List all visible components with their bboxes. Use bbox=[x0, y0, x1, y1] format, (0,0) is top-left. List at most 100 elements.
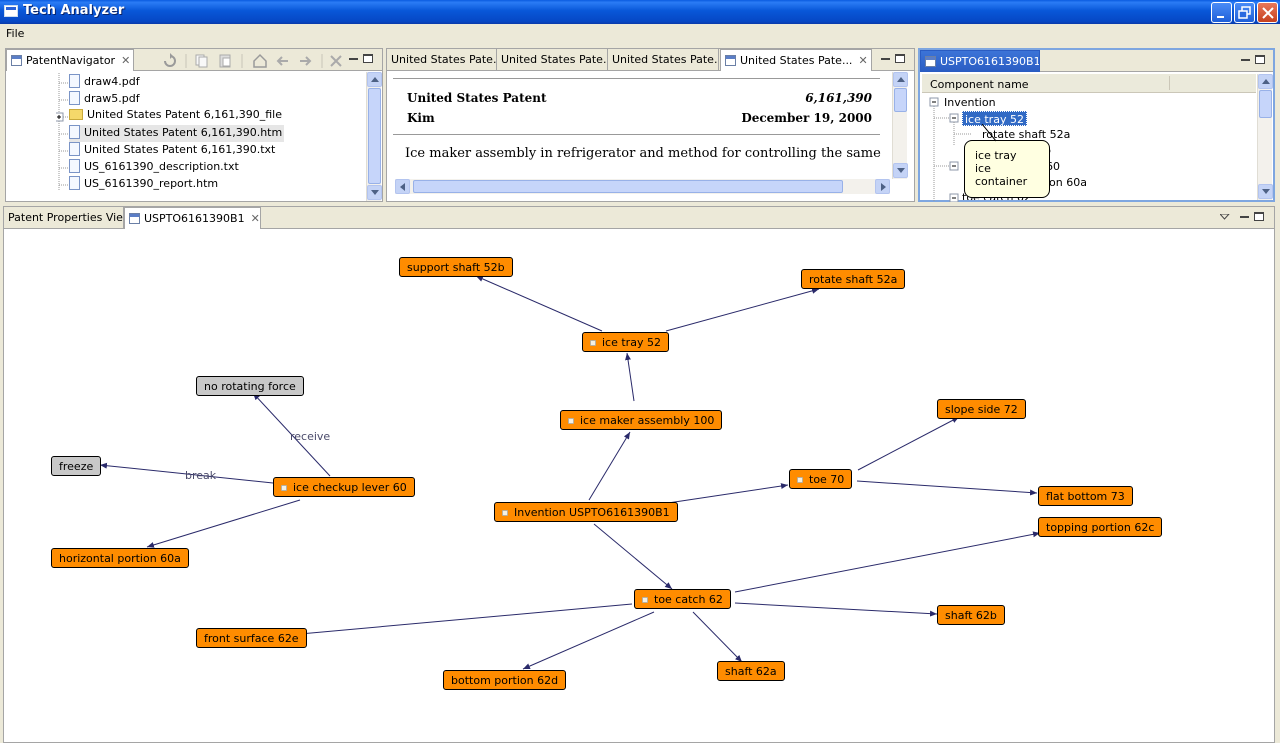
node-rotate-shaft-52a[interactable]: rotate shaft 52a bbox=[801, 269, 906, 289]
node-freeze[interactable]: freeze bbox=[51, 456, 102, 476]
list-item[interactable]: draw5.pdf bbox=[69, 91, 140, 108]
minimize-view-icon[interactable] bbox=[1240, 216, 1249, 218]
scroll-thumb[interactable] bbox=[368, 88, 381, 184]
node-toe-70[interactable]: toe 70 bbox=[789, 469, 853, 489]
scroll-up-button[interactable] bbox=[893, 72, 908, 87]
components-tabstrip: USPTO6161390B1✕ bbox=[920, 50, 1273, 72]
scroll-right-button[interactable] bbox=[875, 179, 890, 194]
node-ice-tray-52[interactable]: ice tray 52 bbox=[582, 332, 669, 352]
node-horizontal-portion-60a[interactable]: horizontal portion 60a bbox=[51, 548, 189, 568]
node-invention[interactable]: Invention USPTO6161390B1 bbox=[494, 502, 678, 522]
column-header[interactable]: Component name bbox=[922, 74, 1256, 93]
patent-inventor: Kim bbox=[407, 111, 435, 125]
editor-hscrollbar[interactable] bbox=[395, 179, 890, 194]
node-label: flat bottom 73 bbox=[1046, 490, 1125, 503]
menu-file[interactable]: File bbox=[6, 27, 25, 40]
file-name: United States Patent 6,161,390.txt bbox=[84, 143, 276, 156]
maximize-view-icon[interactable] bbox=[1254, 212, 1264, 221]
window-title: Tech Analyzer bbox=[23, 3, 125, 18]
list-item[interactable]: US_6161390_report.htm bbox=[69, 176, 218, 193]
tooltip: ice tray ice container bbox=[964, 140, 1050, 198]
scroll-up-button[interactable] bbox=[1258, 74, 1273, 89]
tree-item-label: Invention bbox=[944, 96, 996, 109]
node-support-shaft-52b[interactable]: support shaft 52b bbox=[399, 257, 513, 277]
back-arrow-icon[interactable] bbox=[276, 56, 288, 66]
minimize-view-icon[interactable] bbox=[1241, 59, 1250, 61]
node-no-rotating-force[interactable]: no rotating force bbox=[196, 376, 304, 396]
tab-patent-1[interactable]: United States Pate... bbox=[387, 49, 497, 71]
tree-item[interactable]: ion 60a bbox=[1046, 176, 1087, 193]
node-ice-maker-assembly-100[interactable]: ice maker assembly 100 bbox=[560, 410, 723, 430]
list-item[interactable]: United States Patent 6,161,390_file bbox=[69, 108, 282, 125]
paste-icon[interactable] bbox=[219, 54, 231, 68]
hscroll-thumb[interactable] bbox=[413, 180, 843, 193]
tab-graph[interactable]: USPTO6161390B1✕ bbox=[124, 207, 261, 229]
maximize-view-icon[interactable] bbox=[895, 54, 905, 63]
node-label: freeze bbox=[59, 460, 94, 473]
tab-label: PatentNavigator bbox=[26, 54, 116, 67]
node-label: ice tray 52 bbox=[602, 336, 661, 349]
list-item[interactable]: United States Patent 6,161,390.txt bbox=[69, 142, 275, 159]
close-tab-icon[interactable]: ✕ bbox=[858, 54, 868, 67]
node-front-surface-62e[interactable]: front surface 62e bbox=[196, 628, 307, 648]
node-toe-catch-62[interactable]: toe catch 62 bbox=[634, 589, 731, 609]
file-icon bbox=[69, 176, 80, 190]
copy-icon[interactable] bbox=[195, 54, 208, 68]
navigator-scrollbar[interactable] bbox=[366, 72, 382, 201]
node-ice-checkup-lever-60[interactable]: ice checkup lever 60 bbox=[273, 477, 415, 497]
tree-item[interactable]: rotate shaft 52a bbox=[982, 128, 1070, 145]
list-item[interactable]: draw4.pdf bbox=[69, 74, 140, 91]
scroll-down-button[interactable] bbox=[367, 185, 382, 200]
scroll-left-button[interactable] bbox=[395, 179, 410, 194]
scroll-down-button[interactable] bbox=[893, 163, 908, 178]
components-scrollbar[interactable] bbox=[1257, 74, 1273, 200]
editor-vscrollbar[interactable] bbox=[892, 72, 908, 179]
scroll-up-button[interactable] bbox=[367, 72, 382, 87]
file-name: draw4.pdf bbox=[84, 75, 140, 88]
close-tab-icon[interactable]: ✕ bbox=[121, 54, 131, 67]
tree-item-selected[interactable]: ice tray 52 bbox=[962, 111, 1027, 126]
close-tab-icon[interactable]: ✕ bbox=[250, 212, 260, 225]
list-item-selected[interactable]: United States Patent 6,161,390.htm bbox=[69, 125, 285, 142]
tab-patent-3[interactable]: United States Pate... bbox=[608, 49, 719, 71]
maximize-view-icon[interactable] bbox=[363, 54, 373, 63]
node-label: front surface 62e bbox=[204, 632, 299, 645]
document-icon bbox=[725, 55, 736, 66]
close-icon bbox=[1262, 7, 1274, 19]
minimize-view-icon[interactable] bbox=[349, 58, 358, 60]
refresh-icon[interactable] bbox=[164, 53, 176, 67]
tab-patent-navigator[interactable]: PatentNavigator ✕ bbox=[6, 49, 134, 71]
tab-patent-properties[interactable]: Patent Properties View bbox=[4, 207, 124, 229]
maximize-view-icon[interactable] bbox=[1255, 55, 1265, 64]
tab-patent-4[interactable]: United States Pate...✕ bbox=[720, 49, 872, 71]
component-tree-lines bbox=[929, 97, 972, 202]
node-label: toe catch 62 bbox=[654, 593, 723, 606]
close-button[interactable] bbox=[1257, 2, 1278, 23]
tab-components[interactable]: USPTO6161390B1✕ bbox=[920, 50, 1040, 72]
node-label: no rotating force bbox=[204, 380, 296, 393]
title-bar: Tech Analyzer bbox=[0, 0, 1280, 24]
tab-patent-2[interactable]: United States Pate... bbox=[497, 49, 608, 71]
editor-minmax bbox=[881, 54, 911, 66]
view-menu-icon[interactable] bbox=[1220, 214, 1230, 222]
node-shaft-62b[interactable]: shaft 62b bbox=[937, 605, 1005, 625]
home-icon[interactable] bbox=[253, 53, 267, 68]
node-slope-side-72[interactable]: slope side 72 bbox=[937, 399, 1026, 419]
list-item[interactable]: US_6161390_description.txt bbox=[69, 159, 239, 176]
tree-item-invention[interactable]: Invention bbox=[944, 96, 996, 113]
restore-button[interactable] bbox=[1234, 2, 1255, 23]
forward-arrow-icon[interactable] bbox=[300, 56, 312, 66]
node-shaft-62a[interactable]: shaft 62a bbox=[717, 661, 785, 681]
scroll-down-button[interactable] bbox=[1258, 184, 1273, 199]
node-label: shaft 62b bbox=[945, 609, 997, 622]
node-bottom-portion-62d[interactable]: bottom portion 62d bbox=[443, 670, 567, 690]
scroll-thumb[interactable] bbox=[1259, 90, 1272, 118]
minimize-button[interactable] bbox=[1211, 2, 1232, 23]
delete-icon[interactable] bbox=[330, 55, 342, 67]
node-label: ice checkup lever 60 bbox=[293, 481, 407, 494]
minimize-view-icon[interactable] bbox=[881, 58, 890, 60]
graph-edges bbox=[99, 275, 1041, 670]
scroll-thumb[interactable] bbox=[894, 88, 907, 112]
node-topping-portion-62c[interactable]: topping portion 62c bbox=[1038, 517, 1163, 537]
node-flat-bottom-73[interactable]: flat bottom 73 bbox=[1038, 486, 1133, 506]
